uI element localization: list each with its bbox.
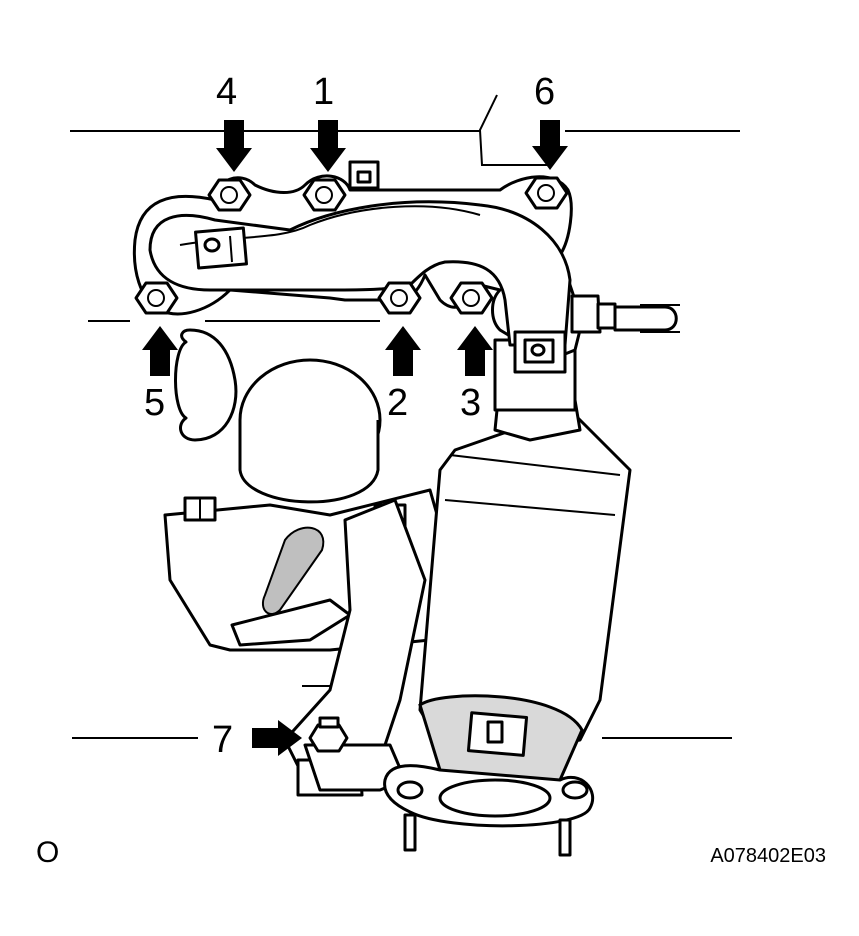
- corner-label-left: O: [36, 836, 59, 869]
- callout-5: 5: [144, 382, 165, 424]
- catalytic-converter: [383, 338, 632, 857]
- nut-3: [449, 281, 494, 315]
- nut-7: [308, 716, 349, 753]
- arrow-4: [216, 120, 252, 172]
- figure-code: A078402E03: [710, 845, 826, 867]
- callout-7: 7: [212, 719, 233, 761]
- nut-4: [207, 178, 252, 212]
- nut-1: [302, 178, 347, 212]
- callout-labels: 4 1 6 5 2 3 7: [144, 71, 555, 761]
- arrow-6: [532, 120, 568, 170]
- exhaust-manifold: [132, 160, 680, 374]
- arrow-2: [385, 326, 421, 376]
- callout-6: 6: [534, 71, 555, 113]
- callout-2: 2: [387, 382, 408, 424]
- nut-5: [134, 281, 179, 315]
- callout-4: 4: [216, 71, 237, 113]
- nut-2: [377, 281, 422, 315]
- callout-3: 3: [460, 382, 481, 424]
- manifold-nuts: [134, 176, 569, 753]
- arrow-3: [457, 326, 493, 376]
- arrow-7: [252, 720, 302, 756]
- arrow-1: [310, 120, 346, 172]
- engine-block-outline: [174, 328, 382, 504]
- nut-6: [524, 176, 569, 210]
- arrow-5: [142, 326, 178, 376]
- shield-bolt-left: [183, 496, 217, 522]
- callout-1: 1: [313, 71, 334, 113]
- leader-lines: [70, 94, 740, 739]
- manifold-stay: [283, 498, 427, 797]
- arrows: [142, 120, 568, 756]
